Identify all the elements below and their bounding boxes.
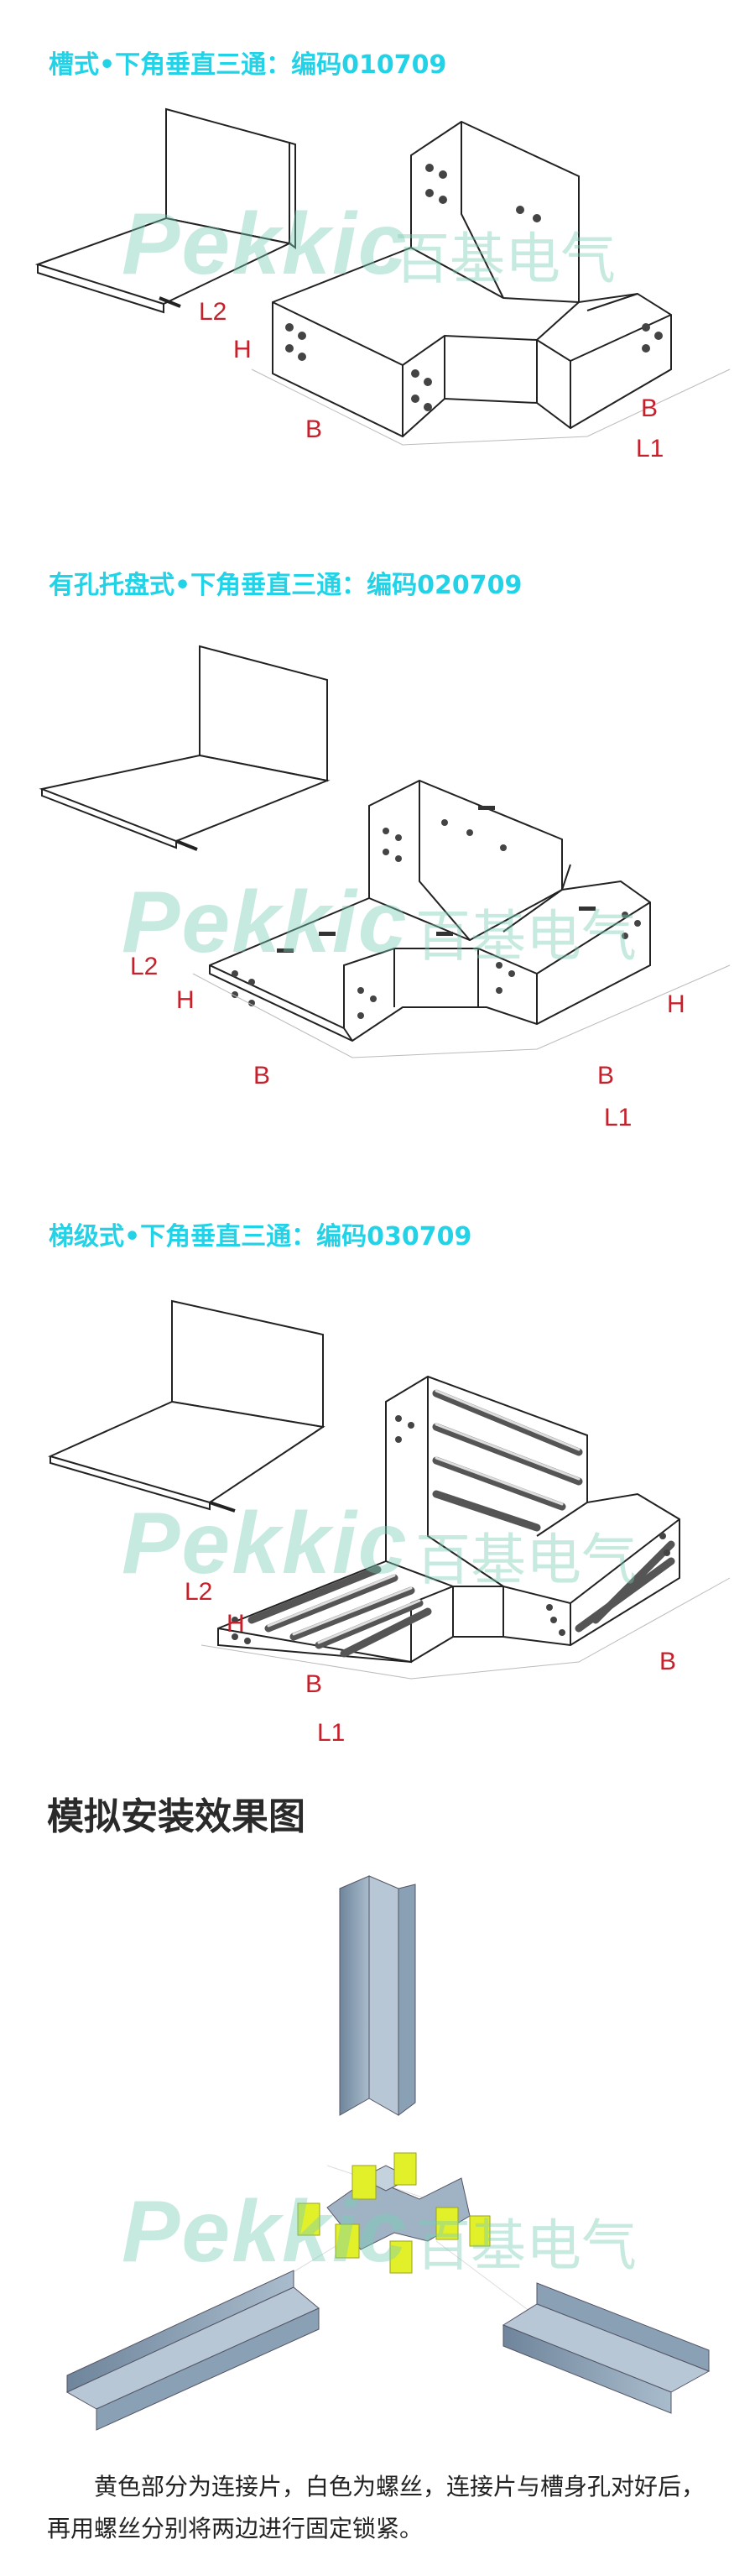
watermark-logo: Pekkic [122, 196, 409, 293]
watermark-text: 百基电气 [415, 904, 637, 969]
watermark-text: 百基电气 [415, 1528, 637, 1592]
watermark-logo: Pekkic [122, 2183, 409, 2281]
watermark-text: 百基电气 [415, 2213, 637, 2278]
install-title: 模拟安装效果图 [47, 1795, 305, 1838]
label-l1: L1 [604, 1104, 633, 1131]
section-1-diagram [34, 107, 731, 446]
watermark-logo: Pekkic [122, 874, 409, 971]
label-b: B [305, 415, 323, 443]
label-l2: L2 [130, 953, 159, 980]
install-diagram [65, 1875, 711, 2431]
label-h: H [667, 990, 685, 1018]
label-b: B [305, 1670, 323, 1698]
label-b: B [597, 1062, 615, 1089]
label-b: B [641, 394, 659, 422]
watermark-logo: Pekkic [122, 1495, 409, 1592]
section-2-title: 有孔托盘式•下角垂直三通：编码020709 [49, 571, 523, 600]
section-3-title: 梯级式•下角垂直三通：编码030709 [49, 1222, 472, 1251]
label-h: H [233, 336, 252, 363]
label-l1: L1 [317, 1719, 346, 1747]
section-2-diagram [39, 645, 731, 1058]
install-description: 黄色部分为连接片，白色为螺丝，连接片与槽身孔对好后，再用螺丝分别将两边进行固定锁… [47, 2473, 706, 2542]
label-l1: L1 [636, 435, 664, 462]
label-b: B [659, 1648, 677, 1675]
label-h: H [226, 1610, 245, 1638]
section-3-diagram [48, 1299, 731, 1680]
label-b: B [253, 1062, 271, 1089]
watermark-text: 百基电气 [394, 227, 616, 291]
label-l2: L2 [185, 1578, 213, 1606]
label-h: H [176, 986, 195, 1014]
section-1-title: 槽式•下角垂直三通：编码010709 [49, 50, 447, 80]
label-l2: L2 [199, 298, 227, 326]
